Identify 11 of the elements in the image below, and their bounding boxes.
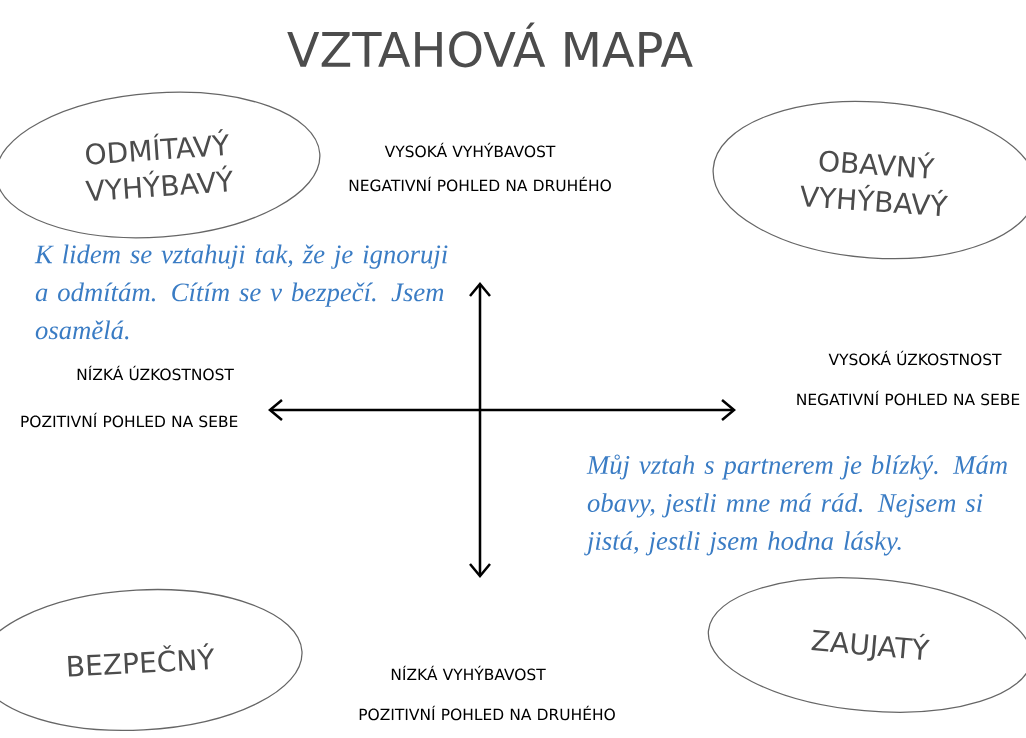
axis-label: NEGATIVNÍ POHLED NA DRUHÉHO: [349, 176, 611, 192]
axis-label: POZITIVNÍ POHLED NA SEBE: [21, 412, 238, 428]
axis-label: NEGATIVNÍ POHLED NA SEBE: [797, 390, 1020, 406]
handwritten-note: Můj vztah s partnerem je blízký. Mám obavy, jestli mne má rád. Nejsem si jistá, jestli jsem hodna lásky.: [584, 454, 1007, 556]
axis-label: POZITIVNÍ POHLED NA DRUHÉHO: [359, 705, 615, 721]
axis-label: NÍZKÁ ÚZKOSTNOST: [77, 365, 234, 381]
axis-label: VYSOKÁ ÚZKOSTNOST: [828, 350, 1002, 366]
title: VZTAHOVÁ MAPA: [287, 22, 693, 68]
axis-label: VYSOKÁ VYHÝBAVOST: [384, 142, 556, 158]
axis-label: NÍZKÁ VYHÝBAVOST: [391, 665, 546, 681]
handwritten-note: K lidem se vztahuji tak, že je ignoruji a odmítám. Cítím se v bezpečí. Jsem osamělá.: [34, 244, 448, 340]
